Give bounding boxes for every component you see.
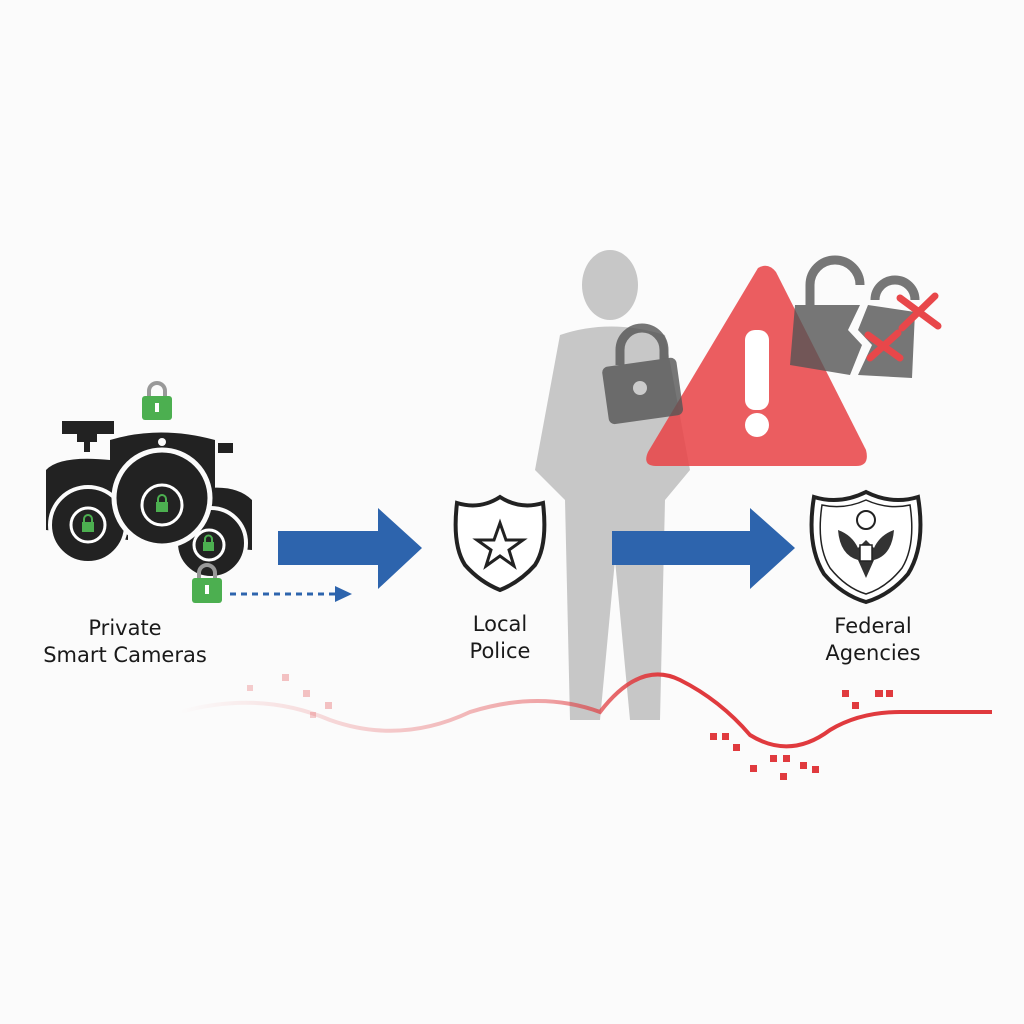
cameras-label-line1: Private (88, 616, 162, 640)
arrow-to-police (278, 508, 422, 589)
federal-label-line1: Federal (834, 614, 912, 638)
arrow-to-federal (612, 508, 795, 589)
broken-padlock-icon (790, 255, 920, 378)
signal-wave (179, 672, 992, 749)
police-label-line2: Police (469, 639, 531, 663)
data-fragments (247, 674, 893, 780)
warning-icon (646, 265, 867, 466)
police-label-line1: Local (472, 612, 528, 636)
police-label: Local Police (440, 611, 560, 665)
cameras-label-line2: Smart Cameras (43, 643, 207, 667)
padlock-icon (602, 323, 684, 425)
green-lock-icon (142, 381, 172, 420)
x-mark-icon (864, 292, 942, 362)
person-silhouette (535, 250, 690, 720)
federal-seal-icon (809, 489, 923, 605)
police-badge-icon (453, 494, 547, 593)
green-lock-icon (192, 563, 222, 603)
cameras-label: Private Smart Cameras (20, 615, 230, 669)
federal-label-line2: Agencies (825, 641, 921, 665)
smart-cameras-icon (46, 421, 252, 580)
dashed-arrow (230, 586, 352, 602)
federal-label: Federal Agencies (800, 613, 946, 667)
